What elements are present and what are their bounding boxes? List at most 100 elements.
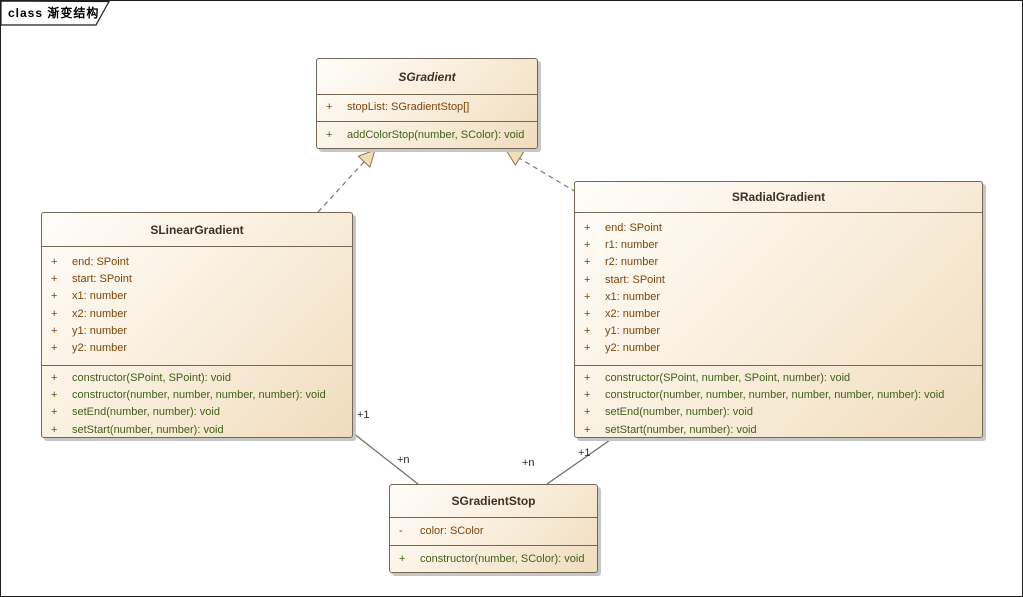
visibility-sign: + <box>51 273 58 286</box>
multiplicity-label-radial-source: +1 <box>578 447 591 459</box>
frame-tab-text: class 渐变结构 <box>8 6 100 20</box>
frame-tab-shape <box>1 1 110 26</box>
method-row: + addColorStop(number, SColor): void <box>317 127 537 144</box>
method-row: + setStart(number, number): void <box>42 422 352 437</box>
method-text: constructor(SPoint, number, SPoint, numb… <box>605 372 851 384</box>
attribute-text: y1: number <box>72 324 128 337</box>
visibility-sign: + <box>51 290 58 303</box>
attribute-row: + start: SPoint <box>575 272 982 289</box>
attribute-row: + stopList: SGradientStop[] <box>317 99 537 116</box>
visibility-sign: + <box>584 325 591 338</box>
attribute-text: x1: number <box>605 290 661 303</box>
method-row: + constructor(number, number, number, nu… <box>575 387 982 404</box>
visibility-sign: + <box>584 273 591 286</box>
attributes-compartment: - color: SColor <box>390 517 597 545</box>
attribute-row: + r1: number <box>575 237 982 254</box>
attribute-text: start: SPoint <box>605 273 665 286</box>
attribute-row: + y2: number <box>42 340 352 357</box>
multiplicity-label-linear-source: +1 <box>357 409 370 421</box>
method-text: addColorStop(number, SColor): void <box>347 129 525 141</box>
class-name: SGradient <box>398 69 456 84</box>
attribute-text: color: SColor <box>420 525 484 537</box>
attribute-text: x1: number <box>72 290 128 303</box>
attribute-row: + end: SPoint <box>575 220 982 237</box>
method-text: setStart(number, number): void <box>72 423 224 436</box>
method-row: + setEnd(number, number): void <box>575 404 982 421</box>
attribute-text: end: SPoint <box>605 222 662 234</box>
attribute-text: end: SPoint <box>72 256 129 268</box>
attribute-row: + x2: number <box>42 306 352 323</box>
attribute-row: + end: SPoint <box>42 254 352 271</box>
visibility-sign: + <box>584 372 591 384</box>
method-text: constructor(number, number, number, numb… <box>72 389 326 402</box>
association-radialgradient-gradientstop[interactable] <box>546 437 614 485</box>
visibility-sign: + <box>51 372 58 384</box>
realization-radialgradient-to-sgradient[interactable] <box>505 149 577 193</box>
realization-lineargradient-to-sgradient[interactable] <box>317 149 376 213</box>
attribute-row: + y2: number <box>575 340 982 357</box>
visibility-sign: + <box>584 308 591 321</box>
method-row: + setEnd(number, number): void <box>42 404 352 421</box>
attribute-row: + x1: number <box>42 288 352 305</box>
class-name: SGradientStop <box>451 494 536 508</box>
visibility-sign: - <box>399 525 403 537</box>
multiplicity-label-linear-target: +n <box>397 454 410 466</box>
visibility-sign: + <box>51 406 58 419</box>
method-text: constructor(number, number, number, numb… <box>605 389 945 402</box>
attribute-row: + y1: number <box>575 323 982 340</box>
method-text: setEnd(number, number): void <box>605 406 753 419</box>
methods-compartment: + constructor(SPoint, SPoint): void + co… <box>42 365 352 437</box>
attribute-text: y2: number <box>72 342 128 355</box>
attribute-text: start: SPoint <box>72 273 132 286</box>
visibility-sign: + <box>584 406 591 419</box>
association-lineargradient-gradientstop[interactable] <box>352 432 419 485</box>
generalization-arrow-icon <box>505 149 525 167</box>
attribute-text: y2: number <box>605 342 661 355</box>
multiplicity-label-radial-target: +n <box>522 457 535 469</box>
visibility-sign: + <box>399 553 406 565</box>
visibility-sign: + <box>584 342 591 355</box>
visibility-sign: + <box>584 290 591 303</box>
visibility-sign: + <box>326 129 333 141</box>
attribute-row: + x2: number <box>575 306 982 323</box>
methods-compartment: + constructor(number, SColor): void <box>390 545 597 572</box>
visibility-sign: + <box>51 256 58 268</box>
visibility-sign: + <box>51 389 58 402</box>
class-sradialgradient[interactable]: SRadialGradient + end: SPoint + r1: numb… <box>574 181 983 438</box>
visibility-sign: + <box>51 342 58 355</box>
visibility-sign: + <box>584 239 591 252</box>
method-row: + constructor(SPoint, SPoint): void <box>42 370 352 387</box>
methods-compartment: + constructor(SPoint, number, SPoint, nu… <box>575 365 982 437</box>
attributes-compartment: + stopList: SGradientStop[] <box>317 94 537 121</box>
method-text: setEnd(number, number): void <box>72 406 220 419</box>
class-sgradient[interactable]: SGradient + stopList: SGradientStop[] + … <box>316 58 538 149</box>
method-text: constructor(SPoint, SPoint): void <box>72 372 231 384</box>
attribute-row: + x1: number <box>575 289 982 306</box>
class-name: SLinearGradient <box>150 222 244 237</box>
visibility-sign: + <box>51 423 58 436</box>
attribute-text: x2: number <box>605 308 661 321</box>
class-title: SGradientStop <box>390 485 597 517</box>
attribute-row: + y1: number <box>42 323 352 340</box>
visibility-sign: + <box>326 101 333 113</box>
attribute-row: + r2: number <box>575 254 982 271</box>
attributes-compartment: + end: SPoint + start: SPoint + x1: numb… <box>42 246 352 365</box>
attribute-row: - color: SColor <box>390 523 597 540</box>
attribute-text: r2: number <box>605 256 659 269</box>
class-sgradientstop[interactable]: SGradientStop - color: SColor + construc… <box>389 484 598 573</box>
visibility-sign: + <box>51 307 58 320</box>
method-text: constructor(number, SColor): void <box>420 553 585 565</box>
class-title: SLinearGradient <box>42 213 352 246</box>
diagram-frame-label: class 渐变结构 <box>1 1 113 26</box>
visibility-sign: + <box>51 324 58 337</box>
visibility-sign: + <box>584 423 591 436</box>
class-slineargradient[interactable]: SLinearGradient + end: SPoint + start: S… <box>41 212 353 438</box>
class-name: SRadialGradient <box>731 190 826 204</box>
attribute-text: y1: number <box>605 325 661 338</box>
visibility-sign: + <box>584 222 591 234</box>
visibility-sign: + <box>584 389 591 402</box>
class-title: SRadialGradient <box>575 182 982 212</box>
attribute-row: + start: SPoint <box>42 271 352 288</box>
class-title: SGradient <box>317 59 537 94</box>
